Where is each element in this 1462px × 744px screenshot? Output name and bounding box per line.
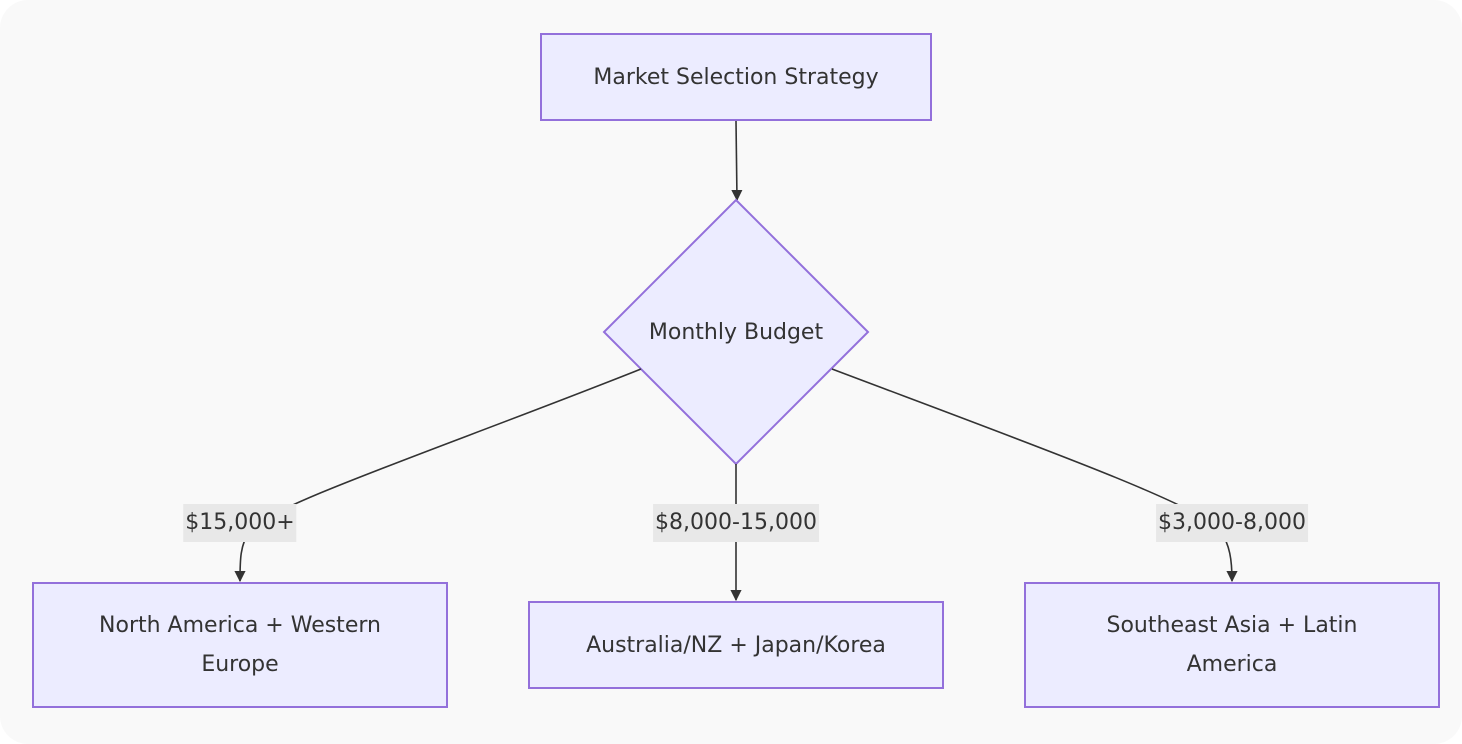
node-label: North America + Western Europe [99,613,381,677]
node-label: Southeast Asia + Latin America [1106,613,1358,677]
node-southeast-asia-latin-america[interactable]: Southeast Asia + Latin America [1024,582,1440,708]
node-label: Market Selection Strategy [593,64,879,90]
edge-root-to-decision [731,120,743,202]
node-north-america-western-europe[interactable]: North America + Western Europe [32,582,448,708]
node-market-selection-strategy[interactable]: Market Selection Strategy [540,33,932,121]
edge-label-branch-3: $3,000-8,000 [1156,504,1308,542]
node-australia-japan[interactable]: Australia/NZ + Japan/Korea [528,601,944,689]
edge-label-branch-2: $8,000-15,000 [653,504,819,542]
decision-label: Monthly Budget [648,319,824,345]
edge-label-branch-1: $15,000+ [183,504,297,542]
node-label: Australia/NZ + Japan/Korea [586,632,886,658]
edge-branch-3 [831,368,1238,583]
edge-branch-1 [234,368,642,583]
